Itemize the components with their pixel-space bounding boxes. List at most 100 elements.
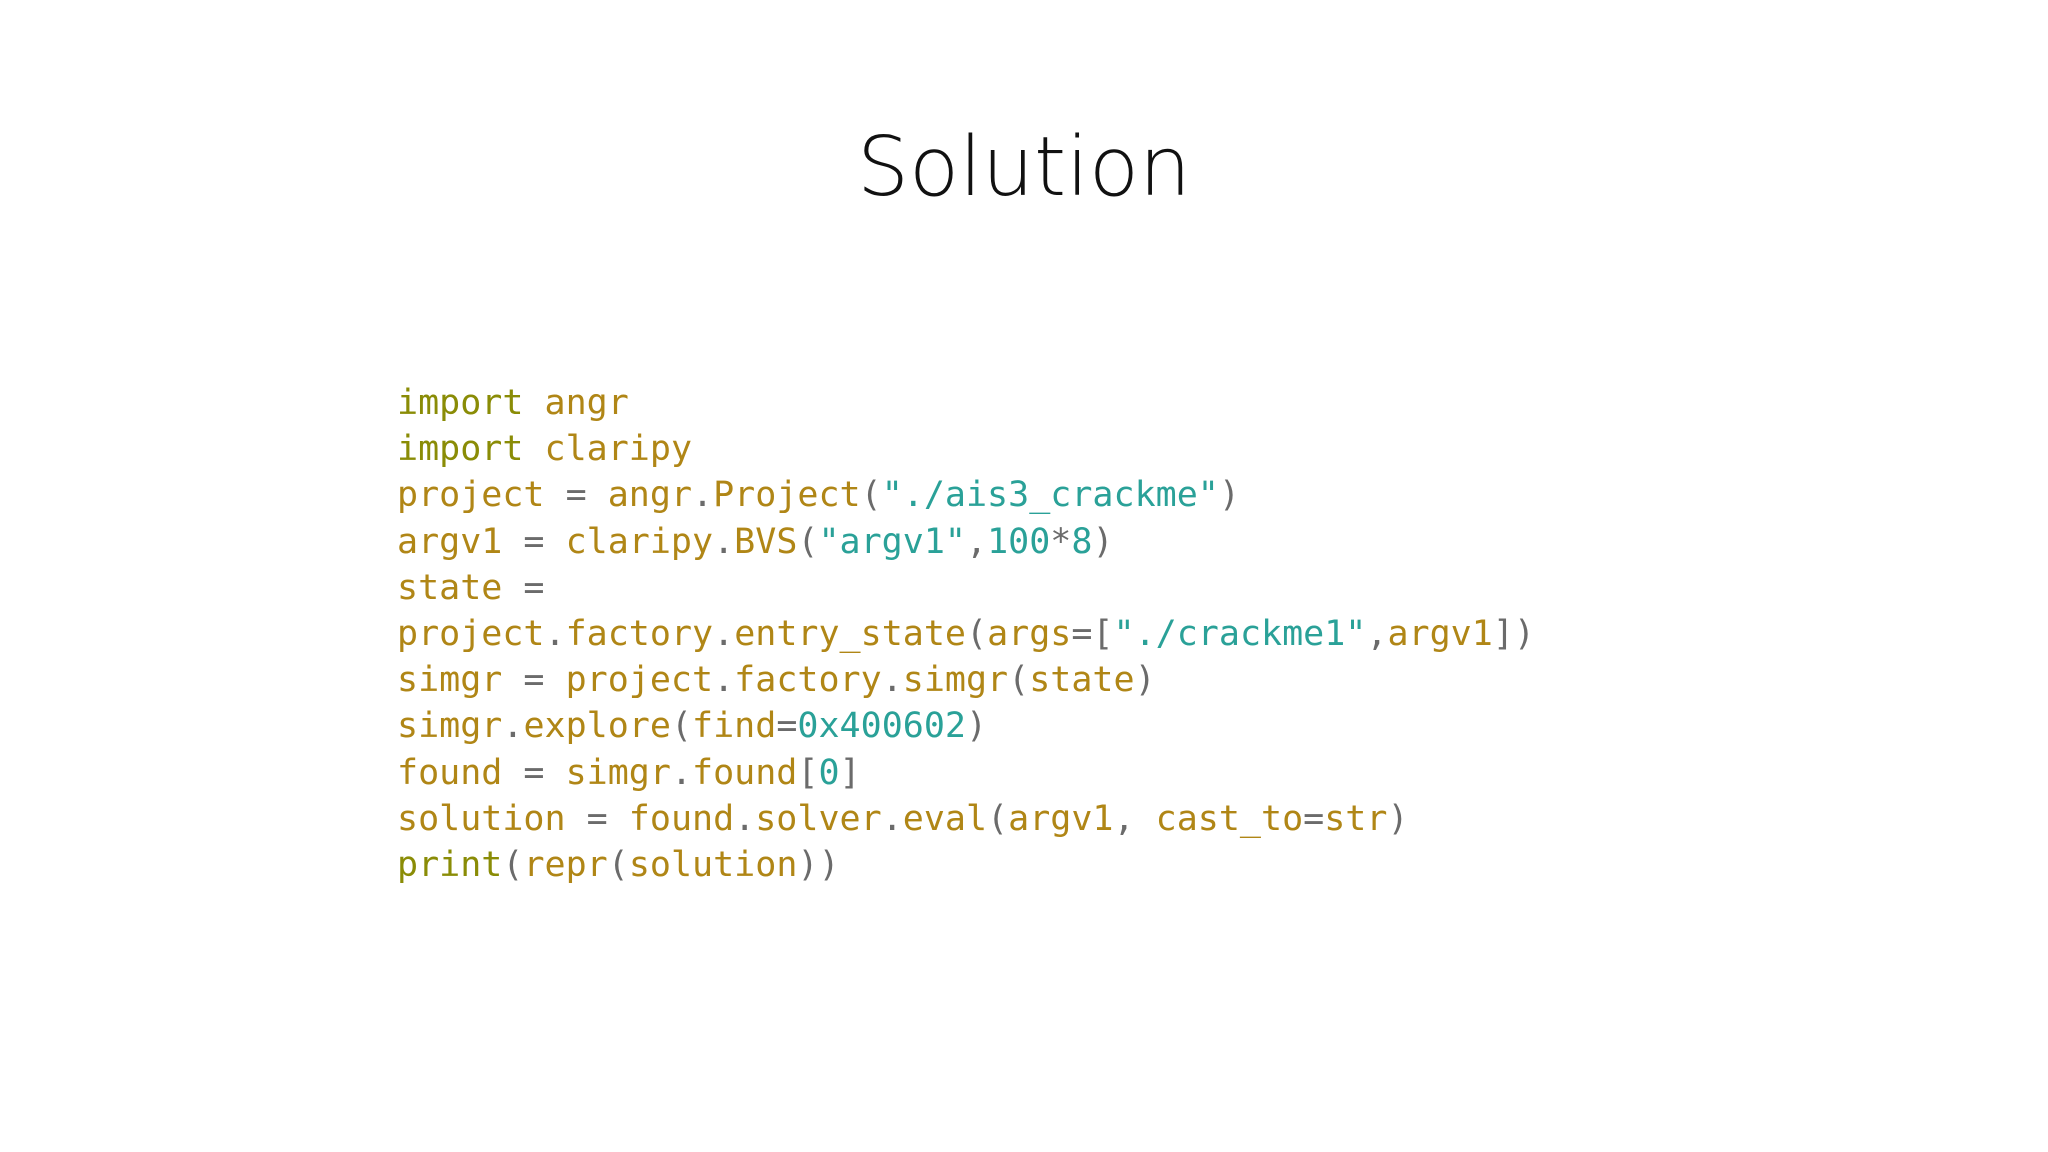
code-token: args (987, 613, 1072, 654)
code-token: import (397, 429, 524, 470)
code-token: find (692, 706, 777, 747)
code-line: import claripy (397, 426, 1535, 472)
code-token: * (1050, 521, 1072, 562)
code-line: found = simgr.found[0] (397, 750, 1535, 796)
code-token: = (502, 567, 545, 608)
code-token: ( (797, 521, 819, 562)
code-token: . (734, 798, 756, 839)
code-token: factory (734, 660, 882, 701)
code-token: ( (607, 844, 629, 885)
code-line: simgr = project.factory.simgr(state) (397, 657, 1535, 703)
code-token: BVS (734, 521, 798, 562)
code-token: angr (607, 475, 693, 516)
code-token: 0 (818, 752, 840, 793)
code-line: simgr.explore(find=0x400602) (397, 703, 1535, 749)
code-token: ( (670, 706, 693, 747)
code-token: ] (839, 752, 861, 793)
code-token: = (776, 706, 798, 747)
code-token: solution (628, 844, 798, 885)
code-token: . (544, 613, 566, 654)
code-token: ( (987, 798, 1009, 839)
code-token: . (713, 660, 735, 701)
code-line: argv1 = claripy.BVS("argv1",100*8) (397, 519, 1535, 565)
code-token: eval (902, 798, 988, 839)
code-token: . (881, 660, 903, 701)
code-token: . (713, 521, 735, 562)
code-token: , (1366, 613, 1388, 654)
code-token (523, 429, 544, 469)
code-token: . (713, 613, 735, 654)
code-token: ) (965, 706, 988, 747)
code-token: simgr (565, 752, 671, 793)
code-token: project (397, 475, 545, 516)
code-token: claripy (565, 521, 714, 562)
code-token: argv1 (1008, 798, 1114, 839)
code-token: ( (502, 844, 524, 885)
code-token: argv1 (397, 521, 503, 562)
code-token: , (965, 521, 988, 562)
code-token: ) (1134, 660, 1156, 701)
code-token (523, 383, 544, 423)
code-token: ) (1092, 521, 1114, 562)
code-token: 8 (1071, 521, 1093, 562)
code-line: project.factory.entry_state(args=["./cra… (397, 611, 1535, 657)
code-token: Project (713, 475, 861, 516)
code-token: ( (965, 613, 988, 654)
code-line: import angr (397, 380, 1535, 426)
code-token: )) (797, 844, 840, 885)
code-token: ) (1218, 475, 1240, 516)
code-token: found (628, 798, 735, 839)
code-token: = (1303, 798, 1325, 839)
code-token: = (502, 521, 566, 562)
code-token: . (881, 798, 903, 839)
code-token: project (565, 660, 714, 701)
slide-title: Solution (856, 120, 1192, 215)
code-token: 100 (987, 521, 1051, 562)
code-token: "./crackme1" (1113, 613, 1367, 654)
code-token: simgr (397, 660, 503, 701)
code-token: . (670, 752, 693, 793)
code-token: ]) (1492, 613, 1535, 654)
code-token: state (397, 567, 503, 608)
code-token: factory (565, 613, 714, 654)
code-token: ( (1008, 660, 1030, 701)
code-token: 0x400602 (797, 706, 966, 747)
code-token: = (502, 660, 566, 701)
code-token: [ (797, 752, 819, 793)
code-token: print (397, 844, 503, 885)
code-token: = (544, 475, 608, 516)
code-token: argv1 (1387, 613, 1493, 654)
code-token: str (1324, 798, 1388, 839)
code-line: print(repr(solution)) (397, 842, 1535, 888)
code-token: state (1029, 660, 1135, 701)
code-token: import (397, 383, 524, 423)
code-token: ) (1387, 798, 1409, 839)
code-token: cast_to (1155, 798, 1304, 839)
code-token: found (692, 752, 798, 793)
code-token: . (692, 475, 714, 516)
code-token: explore (523, 706, 671, 747)
code-line: project = angr.Project("./ais3_crackme") (397, 472, 1535, 518)
code-token: entry_state (734, 613, 966, 654)
code-token: simgr (397, 706, 503, 747)
code-token: = (565, 798, 629, 839)
code-token: "./ais3_crackme" (881, 475, 1219, 516)
code-token: . (502, 706, 524, 747)
code-token: solution (397, 798, 566, 839)
code-token: found (397, 752, 503, 793)
code-token: = (502, 752, 566, 793)
code-token: claripy (544, 429, 693, 470)
code-token: repr (523, 844, 608, 885)
code-token: solver (755, 798, 882, 839)
code-token: =[ (1071, 613, 1114, 654)
code-token: simgr (902, 660, 1009, 701)
code-token: , (1113, 798, 1156, 839)
code-line: solution = found.solver.eval(argv1, cast… (397, 796, 1535, 842)
code-token: project (397, 613, 545, 654)
code-token: "argv1" (818, 521, 966, 562)
code-line: state = (397, 565, 1535, 611)
code-token: angr (544, 383, 629, 423)
code-token: ( (860, 475, 882, 516)
